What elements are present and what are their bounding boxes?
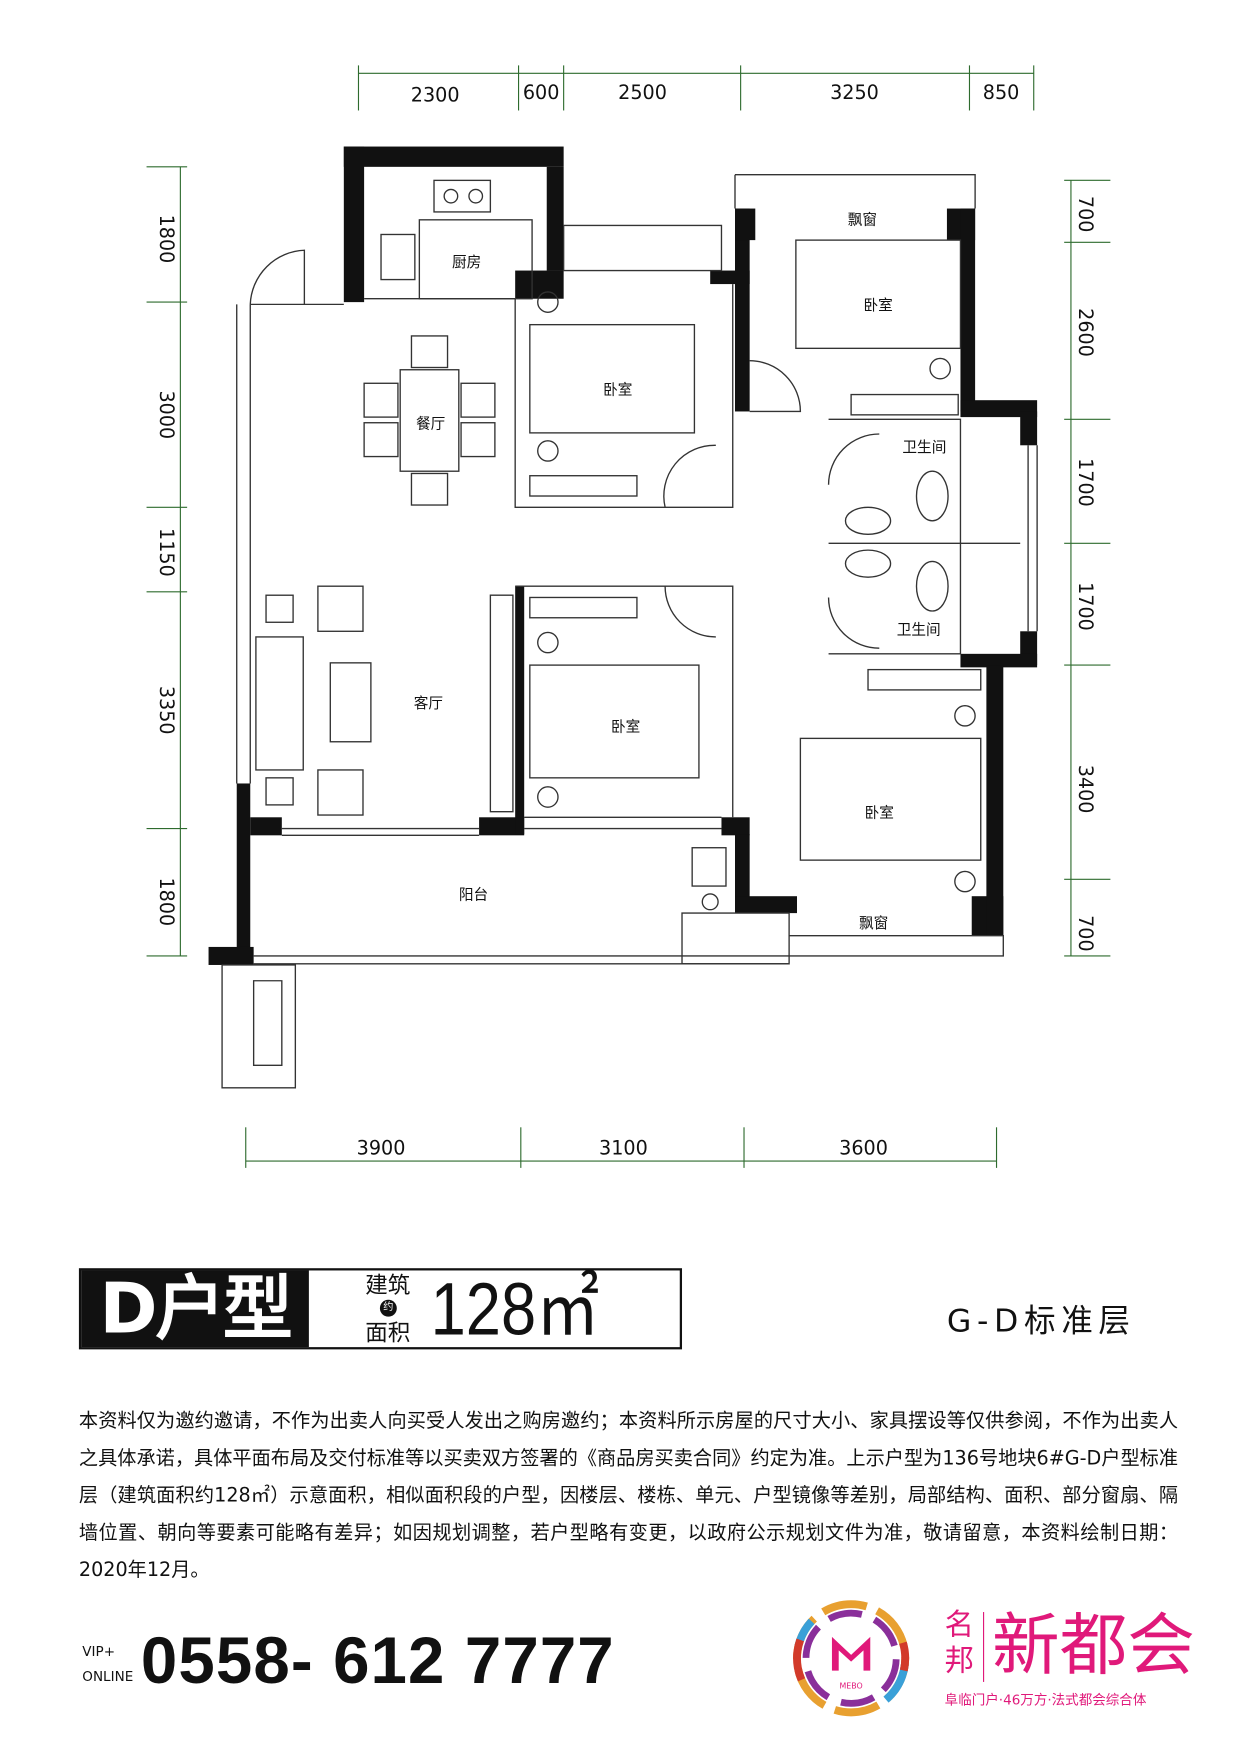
dimension-bottom: 3900 3100 3600 — [245, 1127, 998, 1168]
disclaimer: 本资料仅为邀约邀请，不作为出卖人向买受人发出之购房邀约；本资料所示房屋的尺寸大小… — [78, 1410, 1179, 1582]
dim-left-5: 1800 — [155, 877, 178, 926]
dim-top-5: 850 — [983, 81, 1020, 104]
unit-title-box: D户型 建筑 约 面积 128㎡ — [78, 1267, 683, 1351]
room-bedroom-b: 卧室 — [864, 297, 893, 314]
dim-top-4: 3250 — [830, 81, 879, 104]
dim-top-1: 2300 — [411, 83, 460, 106]
dim-left-2: 3000 — [155, 390, 178, 439]
dim-left-1: 1800 — [155, 215, 178, 264]
room-balcony: 阳台 — [459, 887, 488, 904]
floor-plan: 2300 600 2500 3250 850 1800 3000 1150 33… — [146, 65, 1111, 1168]
walls — [208, 146, 1038, 965]
area-word-1: 建筑 — [365, 1271, 411, 1299]
dim-bottom-2: 3100 — [599, 1136, 648, 1159]
room-dining: 餐厅 — [416, 415, 445, 432]
brand-logo: MEBO 名邦 新都会 阜临门户·46万方·法式都会综合体 — [789, 1596, 1195, 1720]
dim-right-6: 700 — [1074, 915, 1097, 952]
area-about-badge: 约 — [379, 1299, 397, 1317]
brand-swirl-icon: MEBO — [793, 1600, 910, 1717]
area-value: 128㎡ — [430, 1267, 600, 1351]
room-bedroom-a: 卧室 — [603, 382, 632, 399]
unit-type: D户型 — [81, 1270, 309, 1348]
brand-name-big: 新都会 — [992, 1606, 1195, 1686]
dimension-right: 700 2600 1700 1700 3400 700 — [1064, 179, 1111, 957]
dim-right-5: 3400 — [1074, 765, 1097, 814]
room-labels: 厨房 餐厅 卧室 飘窗 卧室 卫生间 卫生间 客厅 卧室 卧室 阳台 飘窗 — [414, 210, 947, 931]
dimension-left: 1800 3000 1150 3350 1800 — [146, 166, 188, 957]
room-bathroom-a: 卫生间 — [902, 439, 946, 456]
dim-right-2: 2600 — [1074, 308, 1097, 357]
dim-top-2: 600 — [523, 81, 560, 104]
dim-top-3: 2500 — [618, 81, 667, 104]
dimension-top: 2300 600 2500 3250 850 — [357, 65, 1035, 111]
brand-name-small: 名邦 — [944, 1608, 975, 1679]
vip-text: VIP+ — [82, 1643, 116, 1660]
room-bay-window-top: 飘窗 — [848, 210, 877, 228]
furniture — [255, 179, 982, 911]
dim-right-1: 700 — [1074, 196, 1097, 233]
brand-mark-text: MEBO — [839, 1682, 862, 1691]
area-word-2: 面积 — [365, 1318, 411, 1346]
room-kitchen: 厨房 — [452, 254, 481, 271]
floor-name: G-D标准层 — [946, 1302, 1136, 1340]
brand-slogan: 阜临门户·46万方·法式都会综合体 — [944, 1692, 1147, 1708]
room-bay-window-bottom: 飘窗 — [859, 914, 888, 932]
phone-number: 0558- 612 7777 — [140, 1624, 615, 1698]
dim-bottom-1: 3900 — [357, 1136, 406, 1159]
room-bedroom-d: 卧室 — [865, 804, 894, 821]
online-text: ONLINE — [82, 1668, 134, 1685]
dim-bottom-3: 3600 — [839, 1136, 888, 1159]
room-living: 客厅 — [414, 695, 443, 712]
dim-left-3: 1150 — [155, 528, 178, 577]
dim-left-4: 3350 — [155, 686, 178, 735]
room-bedroom-c: 卧室 — [611, 719, 640, 736]
dim-right-4: 1700 — [1074, 582, 1097, 631]
dim-right-3: 1700 — [1074, 458, 1097, 507]
brand-divider — [983, 1612, 985, 1682]
vip-label: VIP+ ONLINE — [82, 1639, 133, 1689]
partition-lines — [221, 174, 1038, 1089]
room-bathroom-b: 卫生间 — [897, 622, 941, 639]
